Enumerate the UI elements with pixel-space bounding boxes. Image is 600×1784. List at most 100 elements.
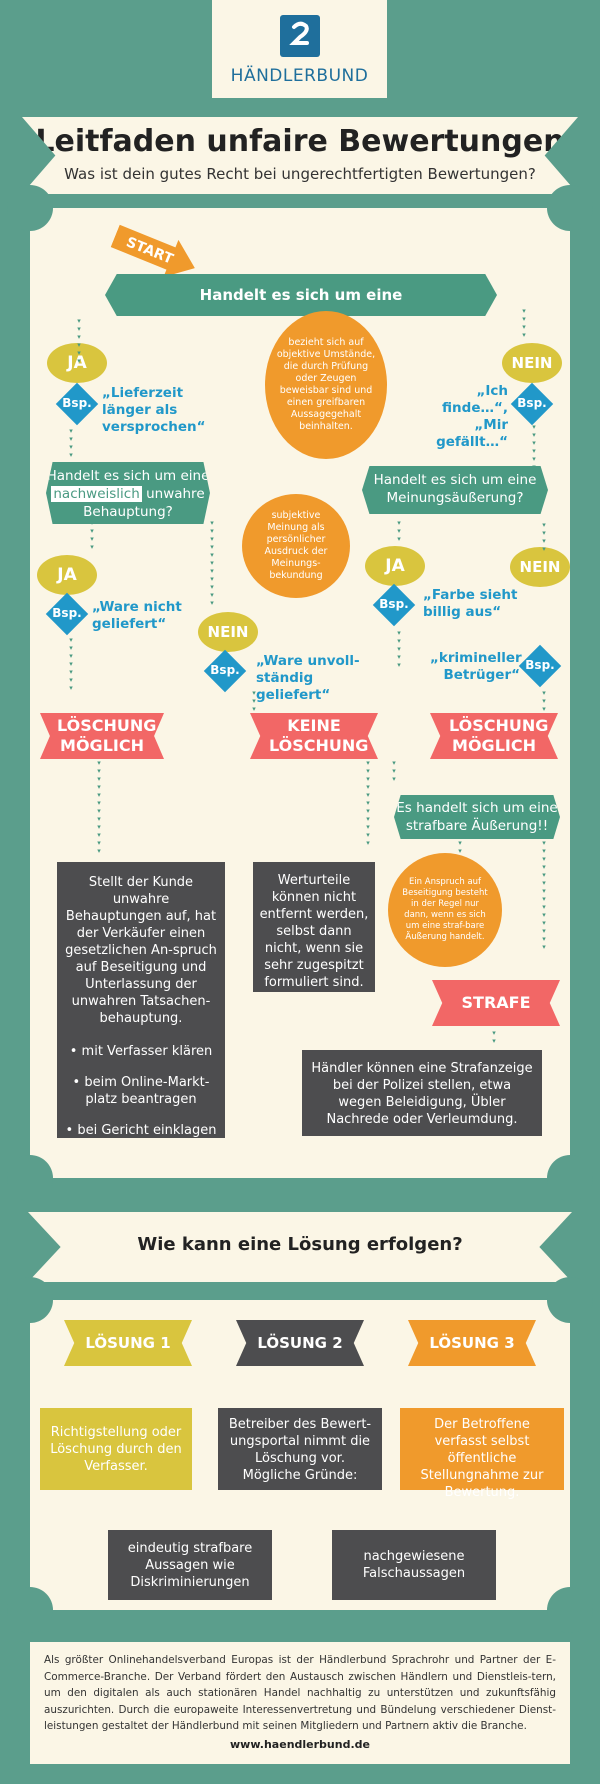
no-pill: NEIN bbox=[502, 343, 562, 383]
outcome-penalty: STRAFE bbox=[432, 980, 560, 1026]
connector-dot: ▾ bbox=[77, 325, 81, 333]
connector-dot: ▾ bbox=[542, 839, 546, 847]
connector-dot: ▾ bbox=[69, 435, 73, 443]
logo-panel: HÄNDLERBUND bbox=[212, 0, 387, 98]
outcome-deletion-possible: LÖSCHUNG MÖGLICH bbox=[430, 713, 558, 759]
connector-dot: ▾ bbox=[97, 831, 101, 839]
connector-dot: ▾ bbox=[522, 323, 526, 331]
solution-1-tag: LÖSUNG 1 bbox=[64, 1320, 192, 1366]
connector-dot: ▾ bbox=[366, 823, 370, 831]
solution-2-tag: LÖSUNG 2 bbox=[236, 1320, 364, 1366]
page-title: Leitfaden unfaire Bewertungen bbox=[35, 124, 565, 159]
connector-dot: ▾ bbox=[542, 935, 546, 943]
example-label: Bsp. bbox=[525, 658, 555, 672]
reason-false-statements: nachgewiesene Falschaussagen bbox=[332, 1530, 496, 1600]
connector-dot: ▾ bbox=[252, 697, 256, 705]
hb-logo-icon bbox=[280, 15, 320, 57]
connector-dot: ▾ bbox=[542, 887, 546, 895]
connector-dot: ▾ bbox=[397, 535, 401, 543]
connector-dot: ▾ bbox=[397, 653, 401, 661]
panel-notch bbox=[7, 1155, 53, 1201]
connector-dot: ▾ bbox=[77, 333, 81, 341]
connector-dot: ▾ bbox=[366, 799, 370, 807]
connector-dot: ▾ bbox=[97, 791, 101, 799]
panel-notch bbox=[547, 1587, 593, 1633]
connector-dot: ▾ bbox=[69, 451, 73, 459]
example-quote: „Ware nicht geliefert“ bbox=[92, 599, 182, 632]
connector-dot: ▾ bbox=[542, 919, 546, 927]
info-box-penalty: Händler können eine Strafanzeige bei der… bbox=[302, 1050, 542, 1136]
connector-dot: ▾ bbox=[366, 767, 370, 775]
example-label: Bsp. bbox=[52, 606, 82, 620]
connector-dot: ▾ bbox=[532, 455, 536, 463]
connector-dot: ▾ bbox=[542, 903, 546, 911]
solution-3-tag: LÖSUNG 3 bbox=[408, 1320, 536, 1366]
brand-name: HÄNDLERBUND bbox=[230, 66, 369, 86]
connector-dot: ▾ bbox=[532, 439, 536, 447]
connector-dot: ▾ bbox=[542, 521, 546, 529]
solution-2-text: Betreiber des Bewert-ungsportal nimmt di… bbox=[218, 1408, 382, 1490]
panel-notch bbox=[7, 185, 53, 231]
connector-dot: ▾ bbox=[90, 535, 94, 543]
connector-dot: ▾ bbox=[90, 527, 94, 535]
left-question-pre: Handelt es sich um eine bbox=[46, 468, 210, 484]
connector-dot: ▾ bbox=[542, 689, 546, 697]
left-question-highlight: nachweislich bbox=[51, 486, 142, 502]
connector-dot: ▾ bbox=[532, 447, 536, 455]
connector-dot: ▾ bbox=[69, 443, 73, 451]
connector-dot: ▾ bbox=[77, 317, 81, 325]
yes-pill: JA bbox=[365, 546, 425, 586]
connector-dot: ▾ bbox=[532, 423, 536, 431]
criminal-statement-box: Es handelt sich um eine strafbare Äußeru… bbox=[394, 795, 560, 839]
connector-dot: ▾ bbox=[97, 823, 101, 831]
solutions-title: Wie kann eine Lösung erfolgen? bbox=[137, 1234, 463, 1255]
connector-dot: ▾ bbox=[397, 661, 401, 669]
connector-dot: ▾ bbox=[397, 519, 401, 527]
left-question: Handelt es sich um eine nachweislich unw… bbox=[46, 462, 210, 524]
connector-dot: ▾ bbox=[210, 591, 214, 599]
example-label: Bsp. bbox=[210, 663, 240, 677]
connector-dot: ▾ bbox=[210, 559, 214, 567]
yes-pill: JA bbox=[37, 555, 97, 595]
connector-dot: ▾ bbox=[69, 644, 73, 652]
solutions-banner: Wie kann eine Lösung erfolgen? bbox=[28, 1212, 572, 1282]
connector-dot: ▾ bbox=[542, 529, 546, 537]
connector-dot: ▾ bbox=[542, 927, 546, 935]
info-box-opinion: Werturteile können nicht entfernt werden… bbox=[253, 862, 375, 992]
connector-dot: ▾ bbox=[210, 583, 214, 591]
connector-dot: ▾ bbox=[366, 791, 370, 799]
connector-dot: ▾ bbox=[69, 660, 73, 668]
connector-dot: ▾ bbox=[97, 783, 101, 791]
solution-1-text: Richtigstellung oder Löschung durch den … bbox=[40, 1408, 192, 1490]
connector-dot: ▾ bbox=[69, 652, 73, 660]
connector-dot: ▾ bbox=[542, 697, 546, 705]
connector-dot: ▾ bbox=[97, 847, 101, 855]
connector-dot: ▾ bbox=[397, 637, 401, 645]
connector-dot: ▾ bbox=[252, 705, 256, 713]
footer-text: Als größter Onlinehandelsverband Europas… bbox=[44, 1654, 556, 1732]
left-question-post: unwahre Behauptung? bbox=[83, 486, 205, 520]
connector-dot: ▾ bbox=[542, 895, 546, 903]
connector-dot: ▾ bbox=[542, 863, 546, 871]
connector-dot: ▾ bbox=[210, 527, 214, 535]
connector-dot: ▾ bbox=[97, 807, 101, 815]
page-subtitle: Was ist dein gutes Recht bei ungerechtfe… bbox=[64, 165, 536, 183]
connector-dot: ▾ bbox=[522, 331, 526, 339]
connector-dot: ▾ bbox=[97, 775, 101, 783]
connector-dot: ▾ bbox=[542, 705, 546, 713]
connector-dot: ▾ bbox=[542, 879, 546, 887]
connector-dot: ▾ bbox=[542, 537, 546, 545]
connector-dot: ▾ bbox=[77, 341, 81, 349]
bullet-item: • bei Gericht einklagen bbox=[65, 1123, 217, 1138]
no-pill: NEIN bbox=[510, 547, 570, 587]
connector-dot: ▾ bbox=[397, 629, 401, 637]
connector-dot: ▾ bbox=[492, 1029, 496, 1037]
connector-dot: ▾ bbox=[210, 551, 214, 559]
info-box-removal: Stellt der Kunde unwahre Behauptungen au… bbox=[57, 862, 225, 1138]
connector-dot: ▾ bbox=[366, 759, 370, 767]
footer-panel: Als größter Onlinehandelsverband Europas… bbox=[30, 1642, 570, 1764]
bullet-item: • mit Verfasser klären bbox=[69, 1044, 213, 1059]
example-quote: „Farbe sieht billig aus“ bbox=[423, 587, 518, 620]
connector-dot: ▾ bbox=[522, 307, 526, 315]
connector-dot: ▾ bbox=[90, 543, 94, 551]
